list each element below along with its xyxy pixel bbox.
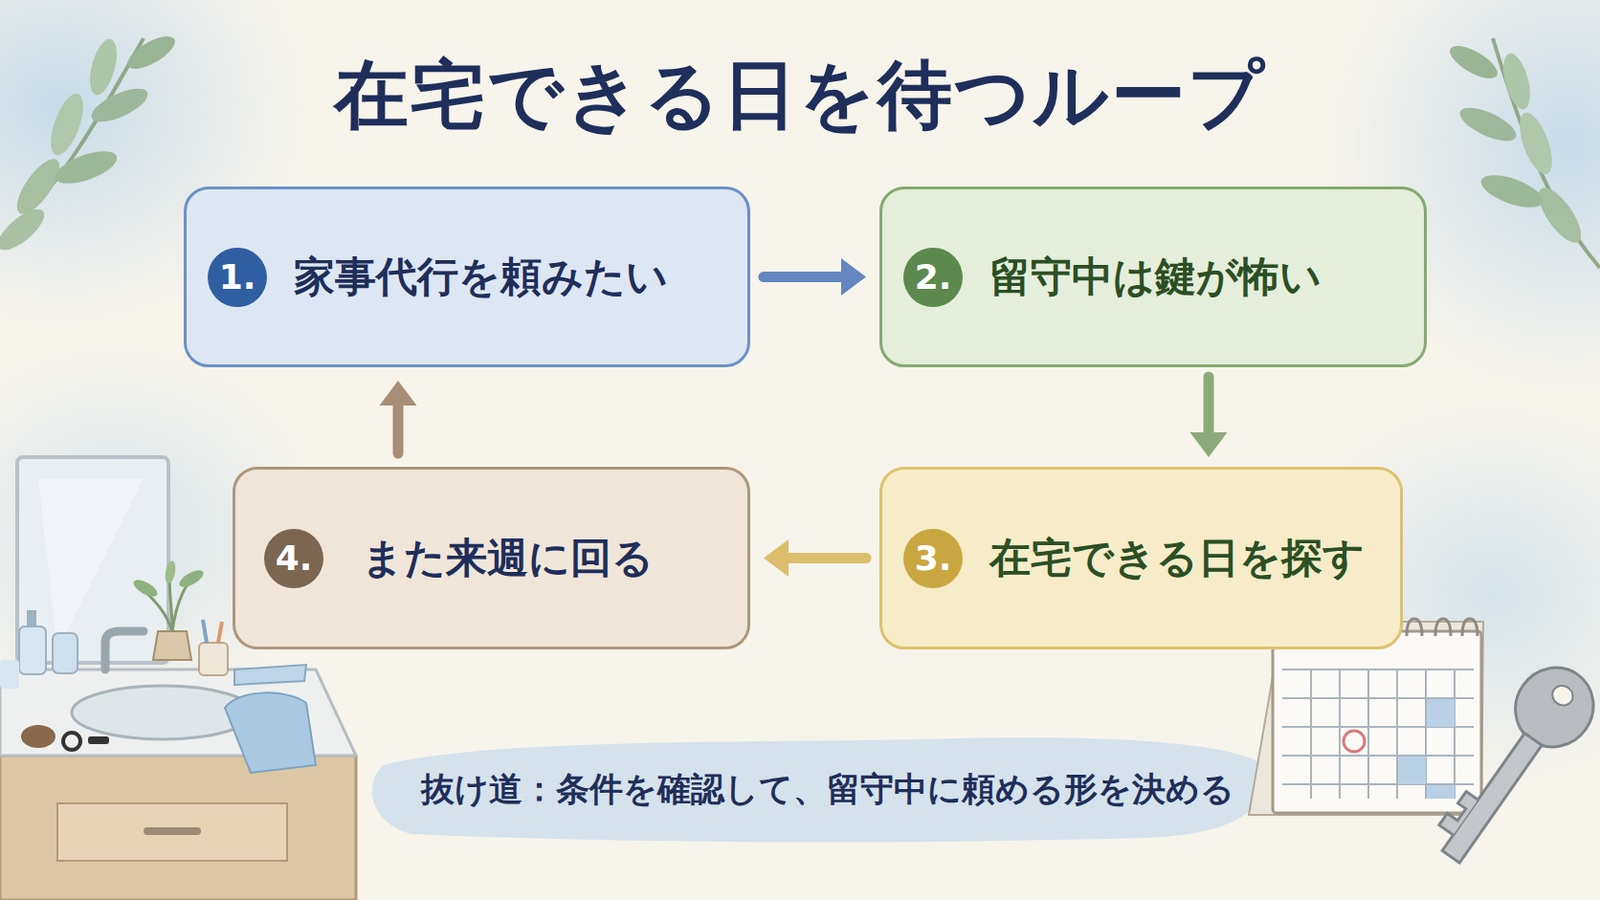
process-box: 4. また来週に回る (232, 466, 751, 650)
process-box: 2. 留守中は鍵が怖い (879, 186, 1427, 368)
step-number: 3. (903, 529, 963, 589)
arrow-shaft (783, 553, 867, 564)
step-number: 2. (903, 247, 963, 308)
diagram-title: 在宅できる日を待つループ (0, 45, 1600, 147)
band-wash (372, 737, 1266, 843)
arrow-head (379, 380, 418, 406)
step-label: また来週に回る (361, 533, 654, 584)
flow-arrow (1190, 377, 1228, 458)
flow-arrow (763, 258, 867, 296)
process-box: 3. 在宅できる日を探す (879, 466, 1403, 650)
step-label: 家事代行を頼みたい (293, 252, 668, 303)
leaf-branch (1444, 38, 1600, 268)
arrow-shaft (393, 400, 404, 454)
arrow-head (763, 539, 789, 578)
flow-arrow (763, 539, 867, 578)
arrow-head (1190, 432, 1228, 458)
key-illustration (1419, 652, 1600, 879)
arrow-head (841, 258, 867, 296)
flow-arrow (379, 380, 418, 454)
note-text: 抜け道：条件を確認して、留守中に頼める形を決める (421, 769, 1235, 810)
step-number: 1. (207, 247, 267, 308)
arrow-shaft (763, 271, 846, 283)
step-label: 留守中は鍵が怖い (989, 252, 1322, 303)
note-band: 抜け道：条件を確認して、留守中に頼める形を決める (382, 751, 1254, 828)
leaf-branch (0, 29, 180, 257)
arrow-shaft (1203, 377, 1215, 438)
step-label: 在宅できる日を探す (989, 533, 1365, 584)
process-box: 1. 家事代行を頼みたい (183, 186, 751, 368)
step-number: 4. (264, 529, 324, 589)
watercolor-wash (0, 0, 307, 326)
